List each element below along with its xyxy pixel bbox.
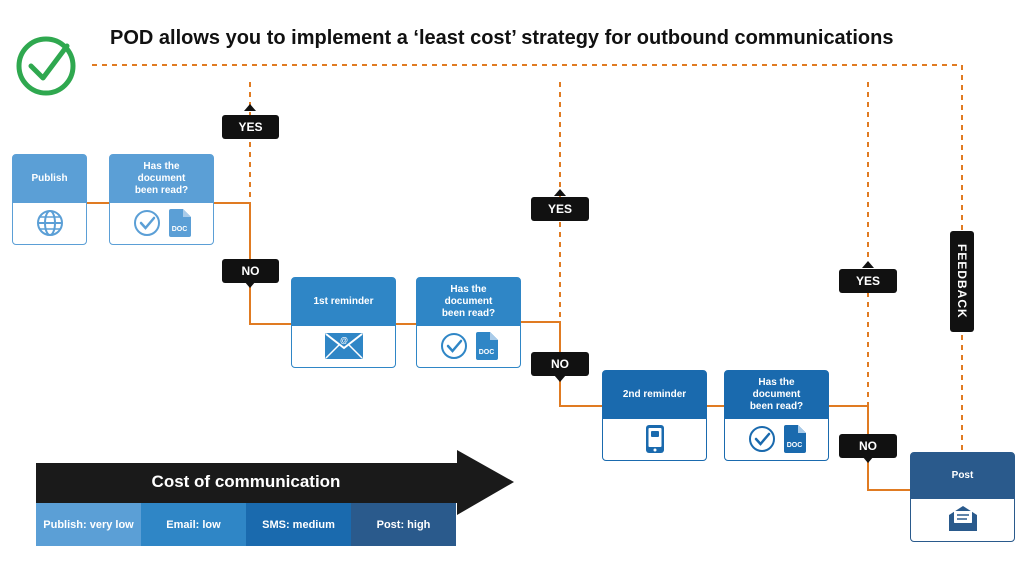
step-reminder-1: 1st reminder @ bbox=[291, 277, 396, 368]
cost-title: Cost of communication bbox=[151, 472, 341, 491]
step-read-check-3-label: Has the document been read? bbox=[725, 371, 828, 419]
no-badge-2: NO bbox=[531, 352, 589, 376]
no-badge-1: NO bbox=[222, 259, 279, 283]
yes-badge-2: YES bbox=[531, 197, 589, 221]
badge-pointer bbox=[554, 375, 566, 382]
feedback-badge: FEEDBACK bbox=[950, 231, 974, 332]
phone-icon bbox=[645, 424, 664, 453]
step-post: Post bbox=[910, 452, 1015, 542]
no-badge-3: NO bbox=[839, 434, 897, 458]
step-read-check-2-label: Has the document been read? bbox=[417, 278, 520, 326]
svg-text:@: @ bbox=[340, 336, 348, 345]
doc-label: DOC bbox=[478, 348, 495, 356]
cost-level-sms: SMS: medium bbox=[246, 503, 351, 546]
step-read-check-2: Has the document been read? DOC bbox=[416, 277, 521, 368]
page-title: POD allows you to implement a ‘least cos… bbox=[110, 27, 894, 49]
cost-level-email: Email: low bbox=[141, 503, 246, 546]
yes-badge-3: YES bbox=[839, 269, 897, 293]
step-read-check-1-label: Has the document been read? bbox=[110, 155, 213, 203]
cost-level-publish: Publish: very low bbox=[36, 503, 141, 546]
step-read-check-3: Has the document been read? DOC bbox=[724, 370, 829, 461]
badge-pointer bbox=[244, 104, 256, 111]
doc-label: DOC bbox=[171, 225, 188, 233]
document-icon: DOC bbox=[783, 424, 806, 453]
check-circle-icon bbox=[748, 425, 775, 452]
yes-badge-1: YES bbox=[222, 115, 279, 139]
step-read-check-1: Has the document been read? DOC bbox=[109, 154, 214, 245]
cost-arrow bbox=[36, 450, 514, 515]
email-icon: @ bbox=[324, 332, 363, 359]
check-circle-icon bbox=[440, 332, 467, 359]
cost-level-post: Post: high bbox=[351, 503, 456, 546]
document-icon: DOC bbox=[168, 208, 191, 237]
badge-pointer bbox=[862, 261, 874, 268]
check-mark-icon bbox=[16, 36, 76, 96]
document-icon: DOC bbox=[475, 331, 498, 360]
step-reminder-2-label: 2nd reminder bbox=[603, 371, 706, 419]
doc-label: DOC bbox=[786, 441, 803, 449]
step-publish-label: Publish bbox=[13, 155, 86, 203]
badge-pointer bbox=[554, 189, 566, 196]
step-reminder-1-label: 1st reminder bbox=[292, 278, 395, 326]
step-post-label: Post bbox=[911, 453, 1014, 499]
globe-icon bbox=[36, 209, 63, 236]
step-reminder-2: 2nd reminder bbox=[602, 370, 707, 461]
mail-envelope-icon bbox=[948, 506, 977, 531]
step-publish: Publish bbox=[12, 154, 87, 245]
check-circle-icon bbox=[133, 209, 160, 236]
